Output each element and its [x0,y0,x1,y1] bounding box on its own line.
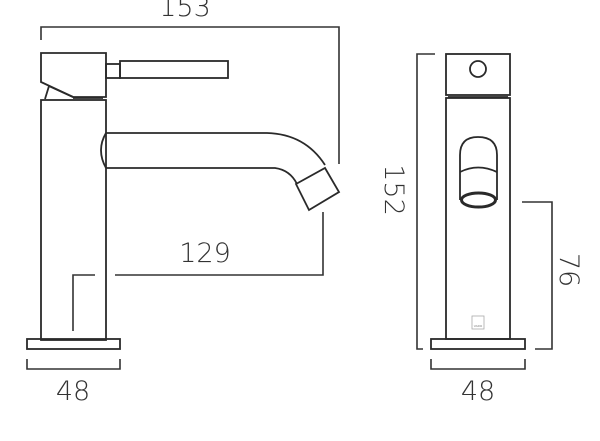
vado-logo [471,315,485,330]
spout-reach-dimension-line [115,212,324,276]
handle-block [40,52,107,98]
spout [100,132,326,185]
spout-band [459,166,498,173]
base-width-label: 48 [56,376,90,407]
overall-length-dimension-line [40,26,340,164]
vado-logo-text: VADO [474,324,483,328]
overall-length-label: 153 [159,0,211,23]
spout-height-dimension-line [522,201,553,350]
base-plate [26,338,121,350]
base-plate [430,338,526,350]
lever-stem [105,63,121,79]
base-width-label: 48 [461,376,495,407]
overall-height-dimension-line [416,53,435,350]
lever-handle [119,60,229,79]
spout-reach-label: 129 [179,238,231,269]
base-width-dimension-line [26,359,121,370]
side-view: 153 129 48 [26,0,341,407]
overall-height-label: 152 [378,164,409,216]
aerator [460,191,497,209]
base-width-dimension-line [430,359,526,370]
tap-body [445,97,511,340]
handle-block [445,53,511,96]
spout-reach-dimension-origin [72,274,95,331]
spout-outlet [459,136,498,200]
tap-body [40,99,107,341]
handle-hole [469,60,487,78]
spout-height-label: 76 [553,253,584,287]
spout-nozzle [294,166,341,212]
handle-collar [44,84,74,100]
front-view: 152 VADO 76 48 [378,53,584,407]
